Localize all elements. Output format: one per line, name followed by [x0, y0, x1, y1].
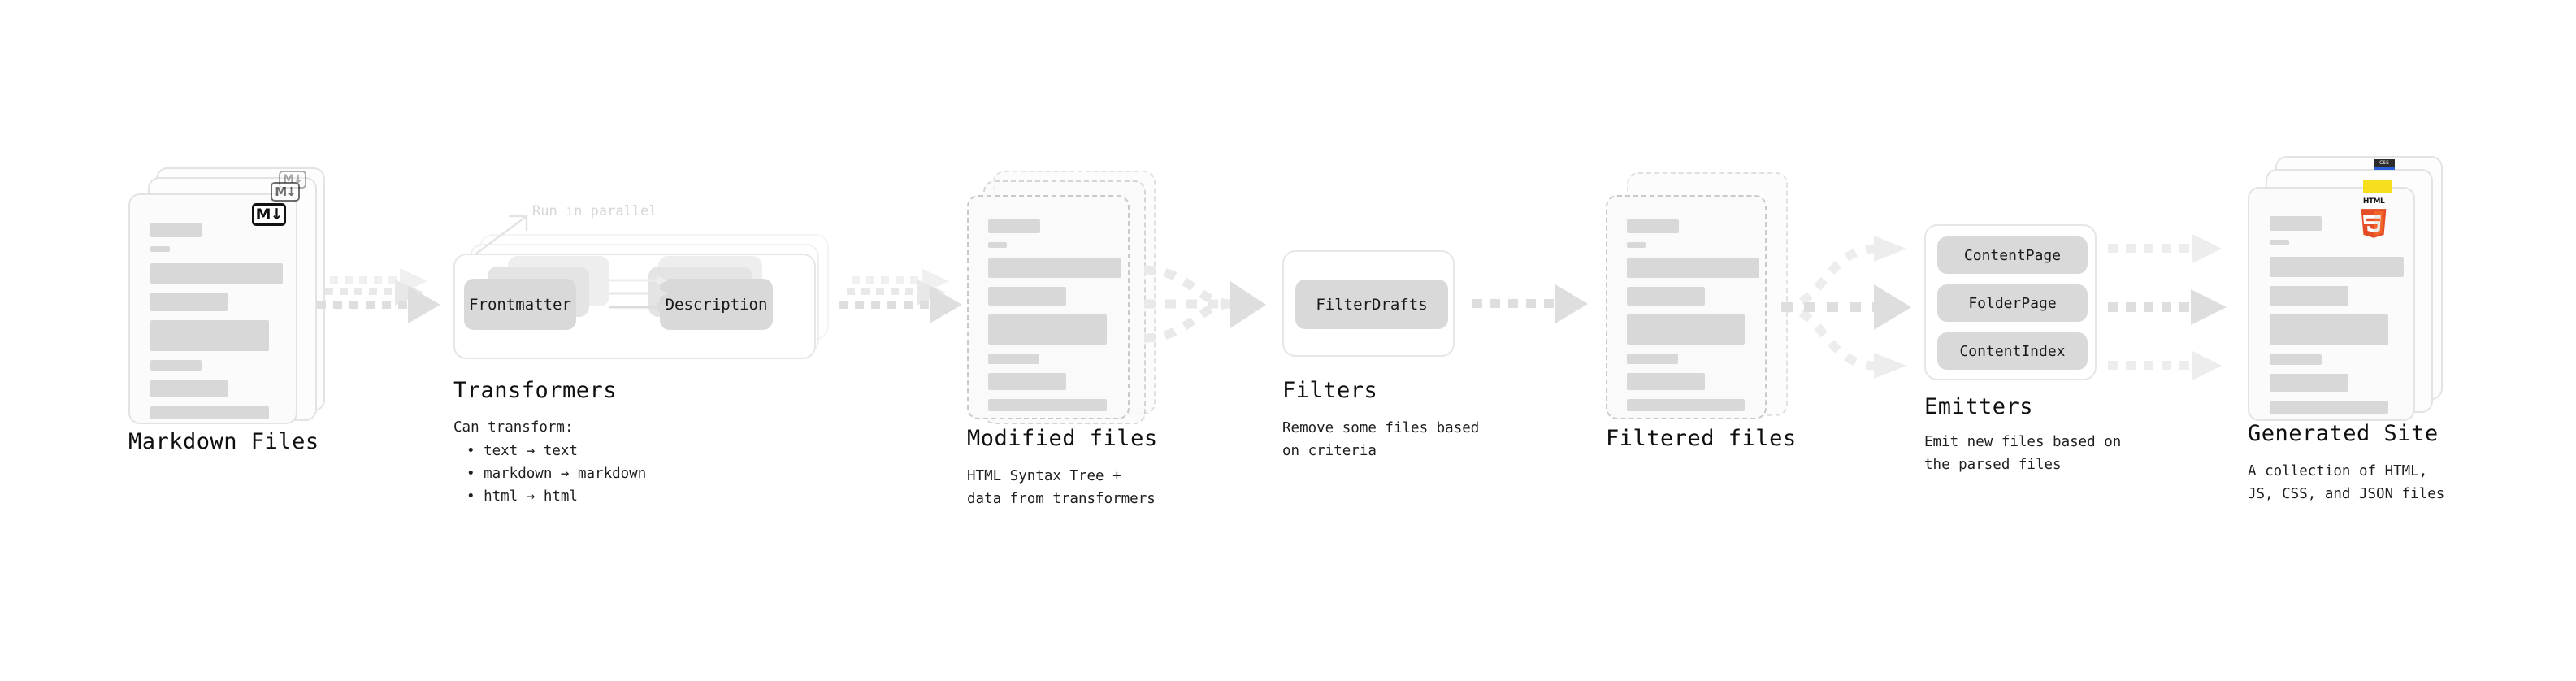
skeleton-bar [150, 360, 202, 371]
skeleton-bar [1627, 242, 1646, 248]
filtered-files-title: Filtered files [1606, 426, 1797, 451]
skeleton-bar [1627, 287, 1705, 306]
arrow-emitters-to-site [2108, 234, 2227, 380]
skeleton-bar [988, 373, 1066, 390]
chip-description[interactable]: Description [660, 279, 773, 330]
transformers-bullet-2: • markdown → markdown [466, 466, 647, 482]
filters-title: Filters [1282, 378, 1378, 403]
skeleton-bar [2270, 240, 2289, 245]
css3-icon [2374, 167, 2395, 170]
markdown-icon: M↓ [271, 182, 300, 202]
skeleton-bar [2270, 257, 2404, 277]
filters-group: FilterDrafts [1282, 250, 1455, 357]
site-file-card-front [2248, 187, 2415, 421]
skeleton-bar [2270, 374, 2348, 392]
arrow-filters-to-filtered [1472, 284, 1588, 323]
skeleton-bar [150, 380, 228, 397]
generated-site-desc: A collection of HTML, JS, CSS, and JSON … [2248, 463, 2445, 503]
css3-icon-cap: CSS [2374, 159, 2395, 167]
filtered-file-card-front [1606, 195, 1767, 419]
modified-file-card-front [967, 195, 1130, 419]
arrow-modified-to-filters [1143, 265, 1266, 343]
filters-desc: Remove some files based on criteria [1282, 420, 1480, 460]
emitters-desc: Emit new files based on the parsed files [1924, 434, 2122, 474]
skeleton-bar [988, 242, 1007, 248]
skeleton-bar [988, 258, 1121, 278]
generated-site-title: Generated Site [2248, 421, 2439, 446]
run-in-parallel-leader [475, 214, 528, 255]
skeleton-bar [1627, 399, 1745, 411]
transformers-bullet-3: • html → html [466, 488, 578, 505]
chip-filterdrafts[interactable]: FilterDrafts [1295, 280, 1448, 329]
chip-contentpage[interactable]: ContentPage [1937, 236, 2088, 274]
skeleton-bar [988, 314, 1107, 345]
transformers-intro: Can transform: [453, 419, 574, 436]
skeleton-bar [150, 223, 202, 237]
skeleton-bar [1627, 314, 1745, 345]
arrow-filtered-to-emitters [1780, 236, 1911, 379]
skeleton-bar [988, 399, 1107, 411]
transformers-bullet-1: • text → text [466, 443, 578, 459]
skeleton-bar [2270, 314, 2388, 345]
skeleton-bar [1627, 219, 1679, 233]
skeleton-bar [2270, 401, 2388, 414]
skeleton-bar [1627, 373, 1705, 390]
skeleton-bar [988, 354, 1039, 364]
html5-icon: HTML [2357, 197, 2391, 241]
html5-icon-cap: HTML [2362, 197, 2385, 206]
run-in-parallel-note: Run in parallel [532, 203, 657, 219]
skeleton-bar [1627, 258, 1759, 278]
skeleton-bar [988, 219, 1040, 233]
skeleton-bar [150, 293, 228, 311]
skeleton-bar [2270, 354, 2322, 365]
skeleton-bar [150, 320, 269, 351]
skeleton-bar [1627, 354, 1678, 364]
skeleton-bar [150, 406, 269, 419]
generated-site-stack: CSS HTML [0, 0, 2576, 421]
javascript-icon [2363, 180, 2392, 193]
transformer-inner-arrows [609, 275, 670, 313]
modified-files-desc: HTML Syntax Tree + data from transformer… [967, 468, 1156, 508]
emitters-title: Emitters [1924, 394, 2034, 419]
arrow-transformers-to-modified [839, 268, 962, 323]
skeleton-bar [988, 287, 1066, 306]
markdown-files-title: Markdown Files [128, 429, 319, 454]
markdown-file-card-front [128, 193, 297, 424]
transformers-title: Transformers [453, 378, 618, 403]
modified-files-title: Modified files [967, 426, 1158, 451]
chip-contentindex[interactable]: ContentIndex [1937, 332, 2088, 370]
markdown-icon: M↓ [252, 203, 286, 226]
chip-frontmatter[interactable]: Frontmatter [464, 279, 576, 330]
skeleton-bar [150, 263, 283, 284]
skeleton-bar [150, 246, 170, 252]
emitters-group: ContentPage FolderPage ContentIndex [1924, 224, 2097, 380]
chip-folderpage[interactable]: FolderPage [1937, 284, 2088, 322]
skeleton-bar [2270, 216, 2322, 231]
skeleton-bar [2270, 286, 2348, 306]
arrow-markdown-to-transformers [317, 268, 440, 323]
